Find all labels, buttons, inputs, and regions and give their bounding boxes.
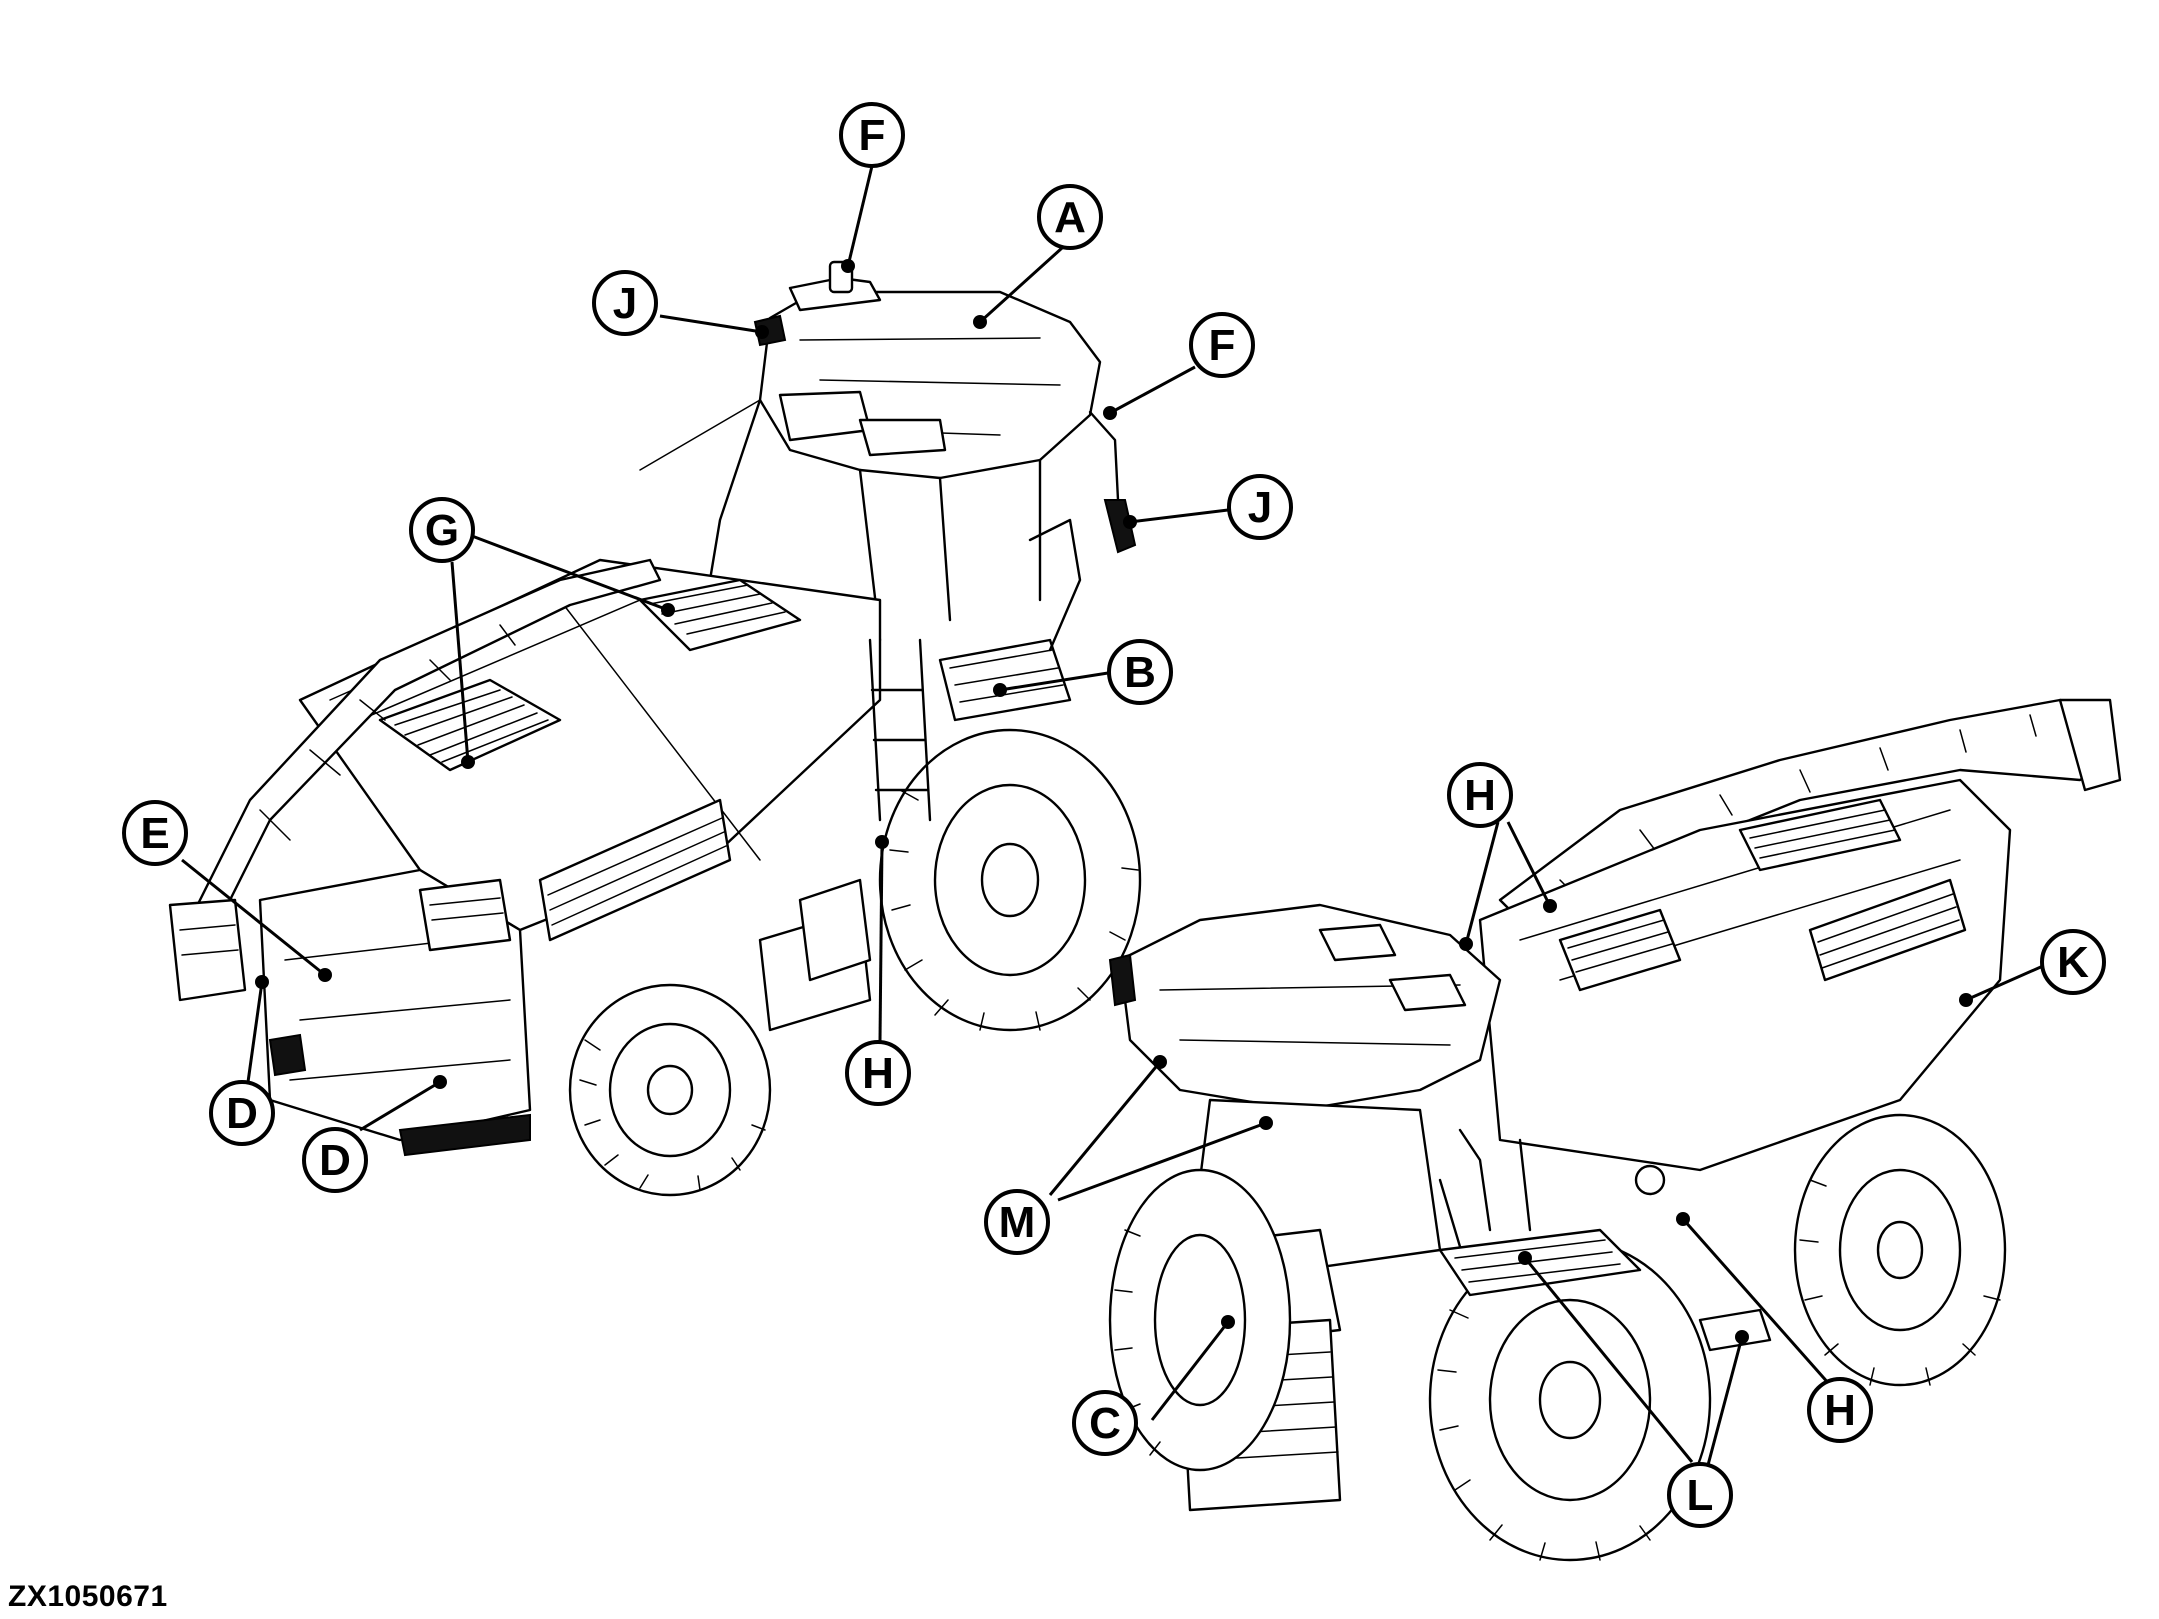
leader-line [1109,365,1196,415]
callout-e: E [122,800,188,866]
leader-line [471,534,669,612]
leader-dot [755,325,769,339]
leader-line [1048,1061,1162,1196]
leader-line [1681,1218,1832,1386]
callout-f-right: F [1189,312,1255,378]
leader-line [659,314,763,334]
leader-dot [841,259,855,273]
leader-dot [875,835,889,849]
callout-d-right: D [302,1127,368,1193]
leader-dot [1543,899,1557,913]
callout-h-top: H [1447,762,1513,828]
leader-line [1464,821,1500,945]
leader-dot [461,755,475,769]
callout-letter: H [1824,1386,1856,1435]
callout-a: A [1037,184,1103,250]
leader-line [181,858,326,977]
callout-letter: L [1687,1471,1714,1520]
figure-id: ZX1050671 [8,1580,168,1613]
leader-dot [1676,1212,1690,1226]
callout-k: K [2040,929,2106,995]
callout-letter: M [999,1198,1036,1247]
leader-line [1129,508,1229,524]
callout-m: M [984,1189,1050,1255]
callout-j-right: J [1227,474,1293,540]
leader-line [1057,1121,1267,1202]
leader-line [1523,1257,1694,1463]
leader-dot [1959,993,1973,1007]
leader-dot [973,315,987,329]
leader-dot [1103,406,1117,420]
leader-dot [993,683,1007,697]
leader-dot [255,975,269,989]
callout-letter: F [859,111,886,160]
right-machine [1108,698,2122,1562]
leader-line [999,671,1109,692]
leader-dot [1153,1055,1167,1069]
callout-letter: D [319,1136,351,1185]
leader-line [1150,1321,1230,1421]
leader-line [1506,821,1552,907]
callout-f-top: F [839,102,905,168]
leader-dot [1518,1251,1532,1265]
callout-letter: D [226,1089,258,1138]
callout-h-bottom: H [1807,1377,1873,1443]
callout-letter: E [140,809,169,858]
leader-line [246,981,264,1083]
leader-dot [661,603,675,617]
callout-l: L [1667,1462,1733,1528]
callout-letter: G [425,506,459,555]
callout-d-left: D [209,1080,275,1146]
callout-j-left: J [592,270,658,336]
leader-line [450,561,470,763]
leader-line [846,165,874,267]
callout-h-left: H [845,1040,911,1106]
leader-line [1706,1336,1744,1466]
callout-c: C [1072,1390,1138,1456]
callout-letter: H [1464,771,1496,820]
leader-dot [1123,515,1137,529]
callout-letter: J [613,279,637,328]
leader-line [978,246,1064,324]
callout-letter: K [2057,938,2089,987]
callout-letter: B [1124,648,1156,697]
callout-letter: J [1248,483,1272,532]
leader-lines [181,165,2044,1466]
leader-line [878,841,884,1042]
leader-dot [433,1075,447,1089]
leader-dot [318,968,332,982]
callout-letter: H [862,1049,894,1098]
left-machine [168,260,1142,1197]
leader-dot [1459,937,1473,951]
leader-line [1965,964,2044,1002]
callout-b: B [1107,639,1173,705]
callout-letter: F [1209,321,1236,370]
callout-g: G [409,497,475,563]
leader-line [359,1080,441,1132]
callout-letter: A [1054,193,1086,242]
callout-letter: C [1089,1399,1121,1448]
leader-dot [1735,1330,1749,1344]
leader-dot [1259,1116,1273,1130]
leader-dot [1221,1315,1235,1329]
